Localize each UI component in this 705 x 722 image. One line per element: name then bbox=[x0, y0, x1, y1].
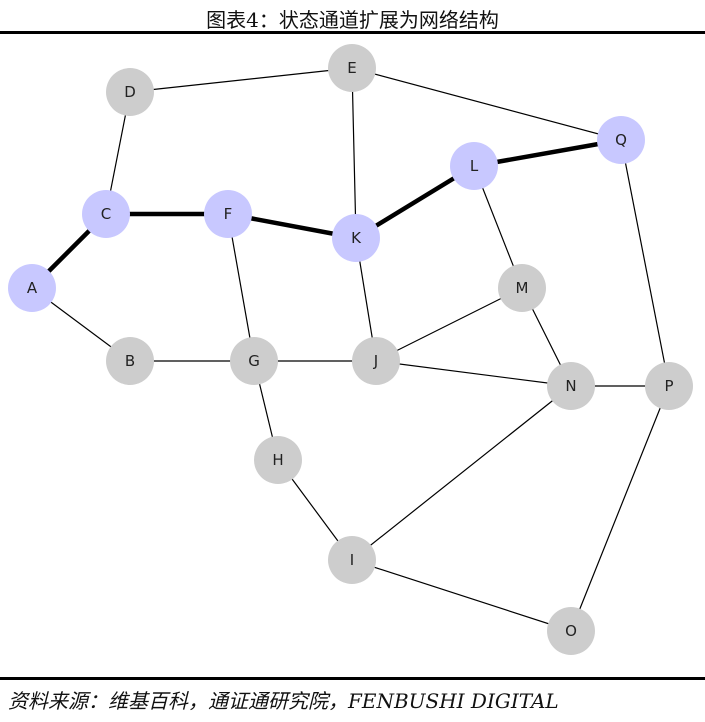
node-circle bbox=[254, 436, 302, 484]
node-label: B bbox=[125, 352, 135, 370]
node-a: A bbox=[8, 264, 56, 312]
node-label: G bbox=[248, 352, 260, 370]
node-circle bbox=[230, 337, 278, 385]
node-circle bbox=[82, 190, 130, 238]
node-k: K bbox=[332, 214, 380, 262]
node-circle bbox=[332, 214, 380, 262]
node-circle bbox=[106, 337, 154, 385]
node-circle bbox=[645, 362, 693, 410]
node-j: J bbox=[352, 337, 400, 385]
edge-j-m bbox=[375, 287, 523, 362]
node-label: H bbox=[272, 451, 283, 469]
edge-n-i bbox=[351, 385, 572, 561]
node-label: N bbox=[565, 377, 576, 395]
node-q: Q bbox=[597, 116, 645, 164]
network-svg: A B C D E F G H I J K L M N O P Q bbox=[8, 44, 693, 655]
bottom-rule bbox=[0, 677, 705, 680]
nodes-layer: A B C D E F G H I J K L M N O P Q bbox=[8, 44, 693, 655]
node-circle bbox=[547, 362, 595, 410]
node-m: M bbox=[498, 264, 546, 312]
source-note: 资料来源：维基百科，通证通研究院，FENBUSHI DIGITAL bbox=[8, 689, 559, 713]
node-label: F bbox=[224, 205, 233, 223]
node-label: C bbox=[101, 205, 111, 223]
edge-j-n bbox=[375, 360, 572, 387]
node-circle bbox=[204, 190, 252, 238]
edge-p-o bbox=[570, 385, 670, 632]
node-b: B bbox=[106, 337, 154, 385]
node-label: Q bbox=[615, 131, 627, 149]
node-label: P bbox=[664, 377, 673, 395]
node-circle bbox=[498, 264, 546, 312]
node-f: F bbox=[204, 190, 252, 238]
edge-i-o bbox=[351, 559, 572, 632]
node-h: H bbox=[254, 436, 302, 484]
figure-title: 图表4：状态通道扩展为网络结构 bbox=[206, 8, 499, 32]
node-circle bbox=[106, 68, 154, 116]
node-e: E bbox=[328, 44, 376, 92]
node-label: M bbox=[516, 279, 529, 297]
node-label: D bbox=[124, 83, 136, 101]
edge-d-e bbox=[129, 67, 353, 93]
node-label: A bbox=[27, 279, 38, 297]
node-circle bbox=[450, 142, 498, 190]
edge-q-p bbox=[620, 139, 670, 387]
node-label: J bbox=[373, 352, 378, 370]
node-label: K bbox=[351, 229, 362, 247]
node-label: I bbox=[350, 551, 354, 569]
edge-l-q bbox=[471, 137, 624, 169]
node-circle bbox=[597, 116, 645, 164]
node-g: G bbox=[230, 337, 278, 385]
node-c: C bbox=[82, 190, 130, 238]
node-label: L bbox=[470, 157, 479, 175]
node-l: L bbox=[450, 142, 498, 190]
node-circle bbox=[328, 44, 376, 92]
node-i: I bbox=[328, 536, 376, 584]
node-n: N bbox=[547, 362, 595, 410]
top-rule bbox=[0, 31, 705, 34]
network-diagram: A B C D E F G H I J K L M N O P Q bbox=[0, 36, 705, 676]
node-circle bbox=[8, 264, 56, 312]
edge-f-g bbox=[227, 213, 255, 362]
edge-e-q bbox=[351, 67, 622, 141]
node-circle bbox=[352, 337, 400, 385]
node-p: P bbox=[645, 362, 693, 410]
node-circle bbox=[328, 536, 376, 584]
edge-e-k bbox=[351, 67, 357, 239]
node-circle bbox=[547, 607, 595, 655]
node-label: O bbox=[565, 622, 577, 640]
node-label: E bbox=[347, 59, 356, 77]
node-o: O bbox=[547, 607, 595, 655]
node-d: D bbox=[106, 68, 154, 116]
